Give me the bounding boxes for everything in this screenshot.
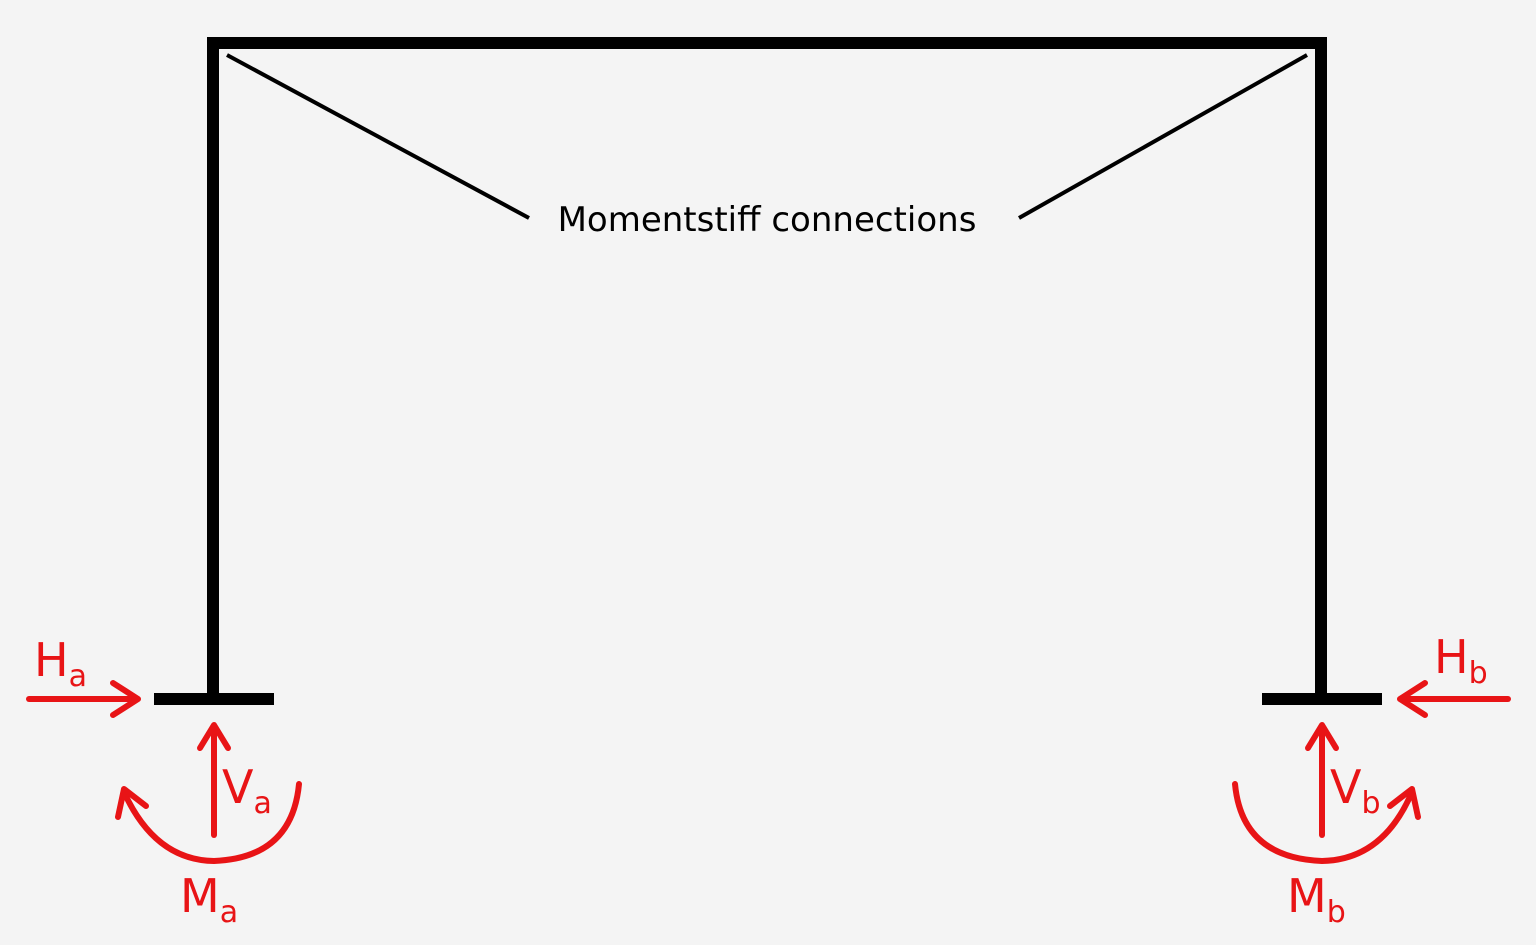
vertical-reaction-arrow-b <box>1305 722 1339 838</box>
vertical-reaction-label-b: Vb <box>1330 760 1381 821</box>
vertical-reaction-label-a: Va <box>222 760 272 821</box>
horizontal-reaction-label-b: Hb <box>1434 630 1488 691</box>
horizontal-reaction-arrow-b <box>1397 680 1511 718</box>
horizontal-reaction-arrow-a <box>26 680 141 718</box>
moment-reaction-arc-a <box>115 781 302 864</box>
horizontal-reaction-label-a: Ha <box>34 633 87 694</box>
leader-line-left <box>226 53 530 220</box>
portal-frame <box>207 37 1327 700</box>
moment-reaction-label-a: Ma <box>180 869 238 930</box>
connection-annotation: Momentstiff connections <box>558 200 977 240</box>
moment-reaction-arc-b <box>1232 781 1421 864</box>
vertical-reaction-arrow-a <box>197 722 231 838</box>
moment-reaction-label-b: Mb <box>1287 869 1346 930</box>
leader-line-right <box>1018 53 1308 220</box>
